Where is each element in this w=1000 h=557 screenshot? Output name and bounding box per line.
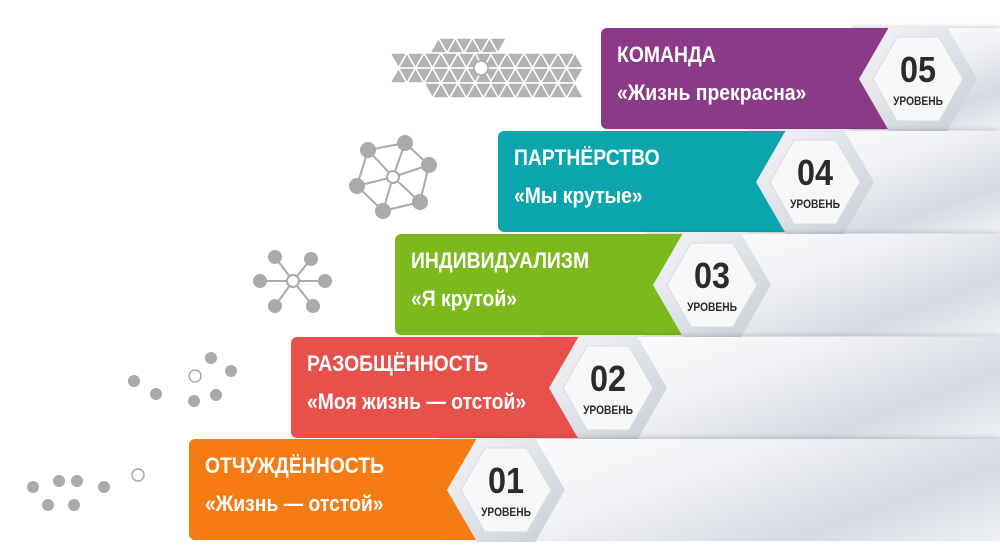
network-icon — [349, 135, 437, 219]
level-label: УРОВЕНЬ — [687, 300, 737, 314]
level-label: УРОВЕНЬ — [481, 505, 531, 519]
level-number: 02 — [589, 358, 627, 399]
level-title: КОМАНДА — [617, 42, 716, 67]
level-subtitle: «Мы крутые» — [514, 183, 643, 208]
level-label: УРОВЕНЬ — [583, 403, 633, 417]
star-network-icon — [253, 250, 332, 313]
level-badge-hexagon: 03 УРОВЕНЬ — [653, 233, 771, 337]
level-bar-03: ИНДИВИДУАЛИЗМ «Я крутой» — [395, 234, 695, 335]
level-bar-04: ПАРТНЁРСТВО «Мы крутые» — [498, 131, 798, 232]
level-number: 01 — [487, 460, 525, 501]
level-number: 03 — [693, 255, 731, 296]
level-label: УРОВЕНЬ — [893, 94, 943, 108]
level-title: ИНДИВИДУАЛИЗМ — [411, 248, 590, 273]
level-subtitle: «Моя жизнь — отстой» — [307, 389, 527, 414]
triangle-cluster-icon — [388, 36, 585, 100]
level-subtitle: «Жизнь — отстой» — [205, 491, 384, 516]
level-bar-01: ОТЧУЖДЁННОСТЬ «Жизнь — отстой» — [189, 439, 489, 540]
scattered-dots-icon — [27, 352, 237, 511]
level-title: ПАРТНЁРСТВО — [514, 145, 660, 170]
level-badge-hexagon: 01 УРОВЕНЬ — [447, 438, 565, 542]
level-label: УРОВЕНЬ — [790, 197, 840, 211]
level-bar-02: РАЗОБЩЁННОСТЬ «Моя жизнь — отстой» — [291, 337, 591, 438]
level-title: РАЗОБЩЁННОСТЬ — [307, 351, 488, 376]
level-title: ОТЧУЖДЁННОСТЬ — [205, 453, 385, 478]
level-badge-hexagon: 04 УРОВЕНЬ — [756, 130, 874, 234]
level-subtitle: «Жизнь прекрасна» — [617, 80, 807, 105]
level-number: 05 — [899, 49, 937, 90]
level-badge-hexagon: 02 УРОВЕНЬ — [549, 336, 667, 440]
level-number: 04 — [796, 152, 834, 193]
level-badge-hexagon: 05 УРОВЕНЬ — [859, 27, 977, 131]
level-subtitle: «Я крутой» — [411, 286, 518, 311]
level-bar-05: КОМАНДА «Жизнь прекрасна» — [601, 28, 901, 129]
decorative-shapes — [27, 36, 585, 511]
